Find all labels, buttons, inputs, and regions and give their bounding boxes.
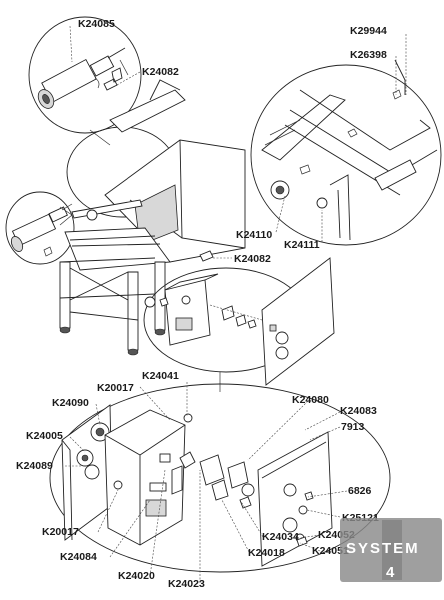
part-label-k24084: K24084 [60,551,97,563]
part-label-7913: 7913 [341,421,365,433]
part-label-k24083: K24083 [340,405,377,417]
part-label-k20017: K20017 [97,382,134,394]
watermark-badge: 4 [386,564,396,581]
part-label-k24034: K24034 [262,531,299,543]
part-label-k24080: K24080 [292,394,329,406]
part-label-k24023: K24023 [168,578,205,590]
part-label-k20017-b: K20017 [42,526,79,538]
part-label-k24041: K24041 [142,370,179,382]
detail-circle-top-right [250,59,442,246]
part-label-k24110: K24110 [236,229,272,241]
part-label-k24005: K24005 [26,430,63,442]
part-label-k24111: K24111 [284,239,320,251]
part-label-k24051: K24051 [312,545,349,557]
detail-circle-left [5,191,75,265]
watermark-text: SYSTEM [346,540,420,557]
detail-oval-bottom [49,383,391,573]
part-label-k24085: K24085 [78,18,115,30]
part-label-6826: 6826 [348,485,372,497]
part-label-k24089: K24089 [16,460,53,472]
gas-spring-cylinder-detail [37,47,129,109]
detail-oval-control [143,257,335,386]
part-label-k24018: K24018 [248,547,285,559]
part-label-k29944: K29944 [350,25,387,37]
part-label-k24082-b: K24082 [234,253,271,265]
part-label-k24020: K24020 [118,570,155,582]
machine-assembly-upper [59,79,246,356]
part-label-k24090: K24090 [52,397,89,409]
leader-lines [65,25,407,583]
part-label-k26398: K26398 [350,49,387,61]
detail-circle-top-left [28,16,142,134]
system-watermark-logo: SYSTEM 4 [340,518,442,582]
part-label-k24082: K24082 [142,66,179,78]
